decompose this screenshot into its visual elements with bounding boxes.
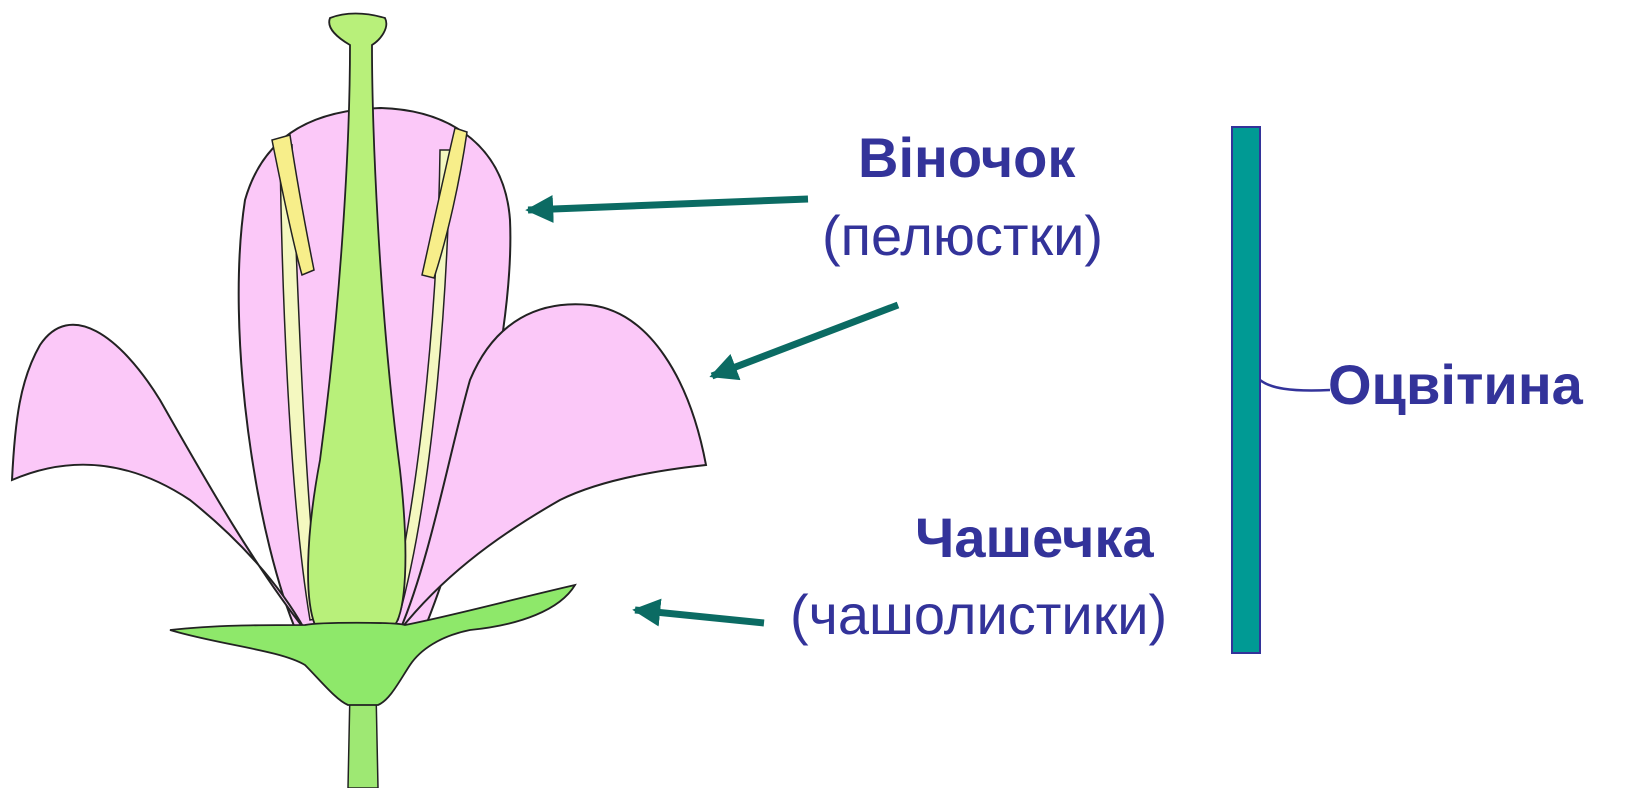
arrow-corolla-top <box>528 199 808 210</box>
calyx-sublabel: (чашолистики) <box>790 587 1167 643</box>
arrow-corolla-side <box>712 305 898 376</box>
corolla-label: Віночок <box>858 130 1075 186</box>
arrow-calyx <box>635 610 764 623</box>
calyx-label: Чашечка <box>915 510 1154 566</box>
corolla-sublabel: (пелюстки) <box>822 208 1103 264</box>
perianth-label: Оцвітина <box>1328 357 1583 413</box>
perianth-bracket-tip <box>1260 380 1330 391</box>
perianth-bracket <box>1232 127 1260 653</box>
